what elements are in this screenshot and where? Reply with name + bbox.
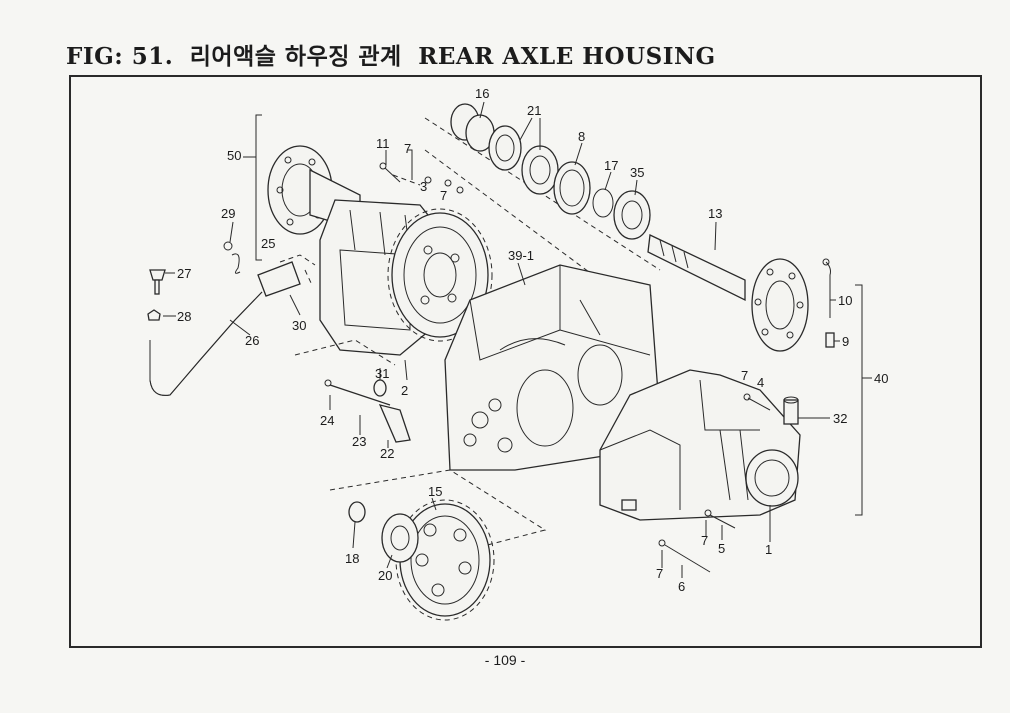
callout-7a: 7	[404, 141, 411, 156]
page-title: FIG: 51. 리어액슬 하우징 관계 REAR AXLE HOUSING	[66, 37, 724, 71]
title-english: REAR AXLE HOUSING	[418, 43, 716, 70]
callout-8: 8	[578, 129, 585, 144]
callout-39-1: 39-1	[508, 248, 534, 263]
breather-pipe-assembly	[147, 241, 316, 396]
callout-22: 22	[380, 446, 394, 461]
callout-7c: 7	[741, 368, 748, 383]
callout-21: 21	[527, 103, 541, 118]
leader-lines	[163, 101, 840, 578]
callout-16: 16	[475, 86, 489, 101]
axle-shaft-assembly	[424, 103, 809, 352]
callout-28: 28	[177, 309, 191, 324]
callout-1: 1	[765, 542, 772, 557]
callout-23: 23	[352, 434, 366, 449]
diagram-frame	[69, 75, 982, 648]
callout-50: 50	[227, 148, 241, 163]
final-drive-housing-left	[267, 145, 493, 356]
callout-15: 15	[428, 484, 442, 499]
callout-7e: 7	[656, 566, 663, 581]
bracket-40	[855, 284, 863, 516]
brake-shaft-assembly	[294, 339, 411, 443]
callout-labels: 16 21 8 17 35 13 11 7 3 7 50 29 25 27 28…	[177, 86, 888, 594]
final-drive-housing-right	[599, 369, 801, 521]
bull-gear-assembly	[329, 469, 547, 621]
callout-13: 13	[708, 206, 722, 221]
callout-17: 17	[604, 158, 618, 173]
bolts-right	[658, 393, 771, 573]
callout-35: 35	[630, 165, 644, 180]
callout-11: 11	[376, 136, 390, 151]
callout-9: 9	[842, 334, 849, 349]
pin-32	[783, 399, 799, 425]
callout-7b: 7	[440, 188, 447, 203]
callout-7d: 7	[701, 533, 708, 548]
title-korean: 리어액슬 하우징 관계	[189, 43, 402, 70]
callout-20: 20	[378, 568, 392, 583]
callout-30: 30	[292, 318, 306, 333]
callout-3: 3	[420, 179, 427, 194]
callout-31: 31	[375, 366, 389, 381]
callout-18: 18	[345, 551, 359, 566]
callout-2: 2	[401, 383, 408, 398]
callout-10: 10	[838, 293, 852, 308]
callout-32: 32	[833, 411, 847, 426]
bolts-upper-left	[379, 149, 464, 194]
callout-29: 29	[221, 206, 235, 221]
callout-6: 6	[678, 579, 685, 594]
callout-26: 26	[245, 333, 259, 348]
callout-24: 24	[320, 413, 334, 428]
callout-4: 4	[757, 375, 764, 390]
callout-5: 5	[718, 541, 725, 556]
callout-27: 27	[177, 266, 191, 281]
callout-25: 25	[261, 236, 275, 251]
fig-label: FIG: 51.	[66, 43, 174, 70]
bracket-50	[255, 114, 262, 261]
page-number: - 109 -	[484, 652, 526, 668]
callout-40: 40	[874, 371, 888, 386]
dipstick	[822, 258, 835, 348]
